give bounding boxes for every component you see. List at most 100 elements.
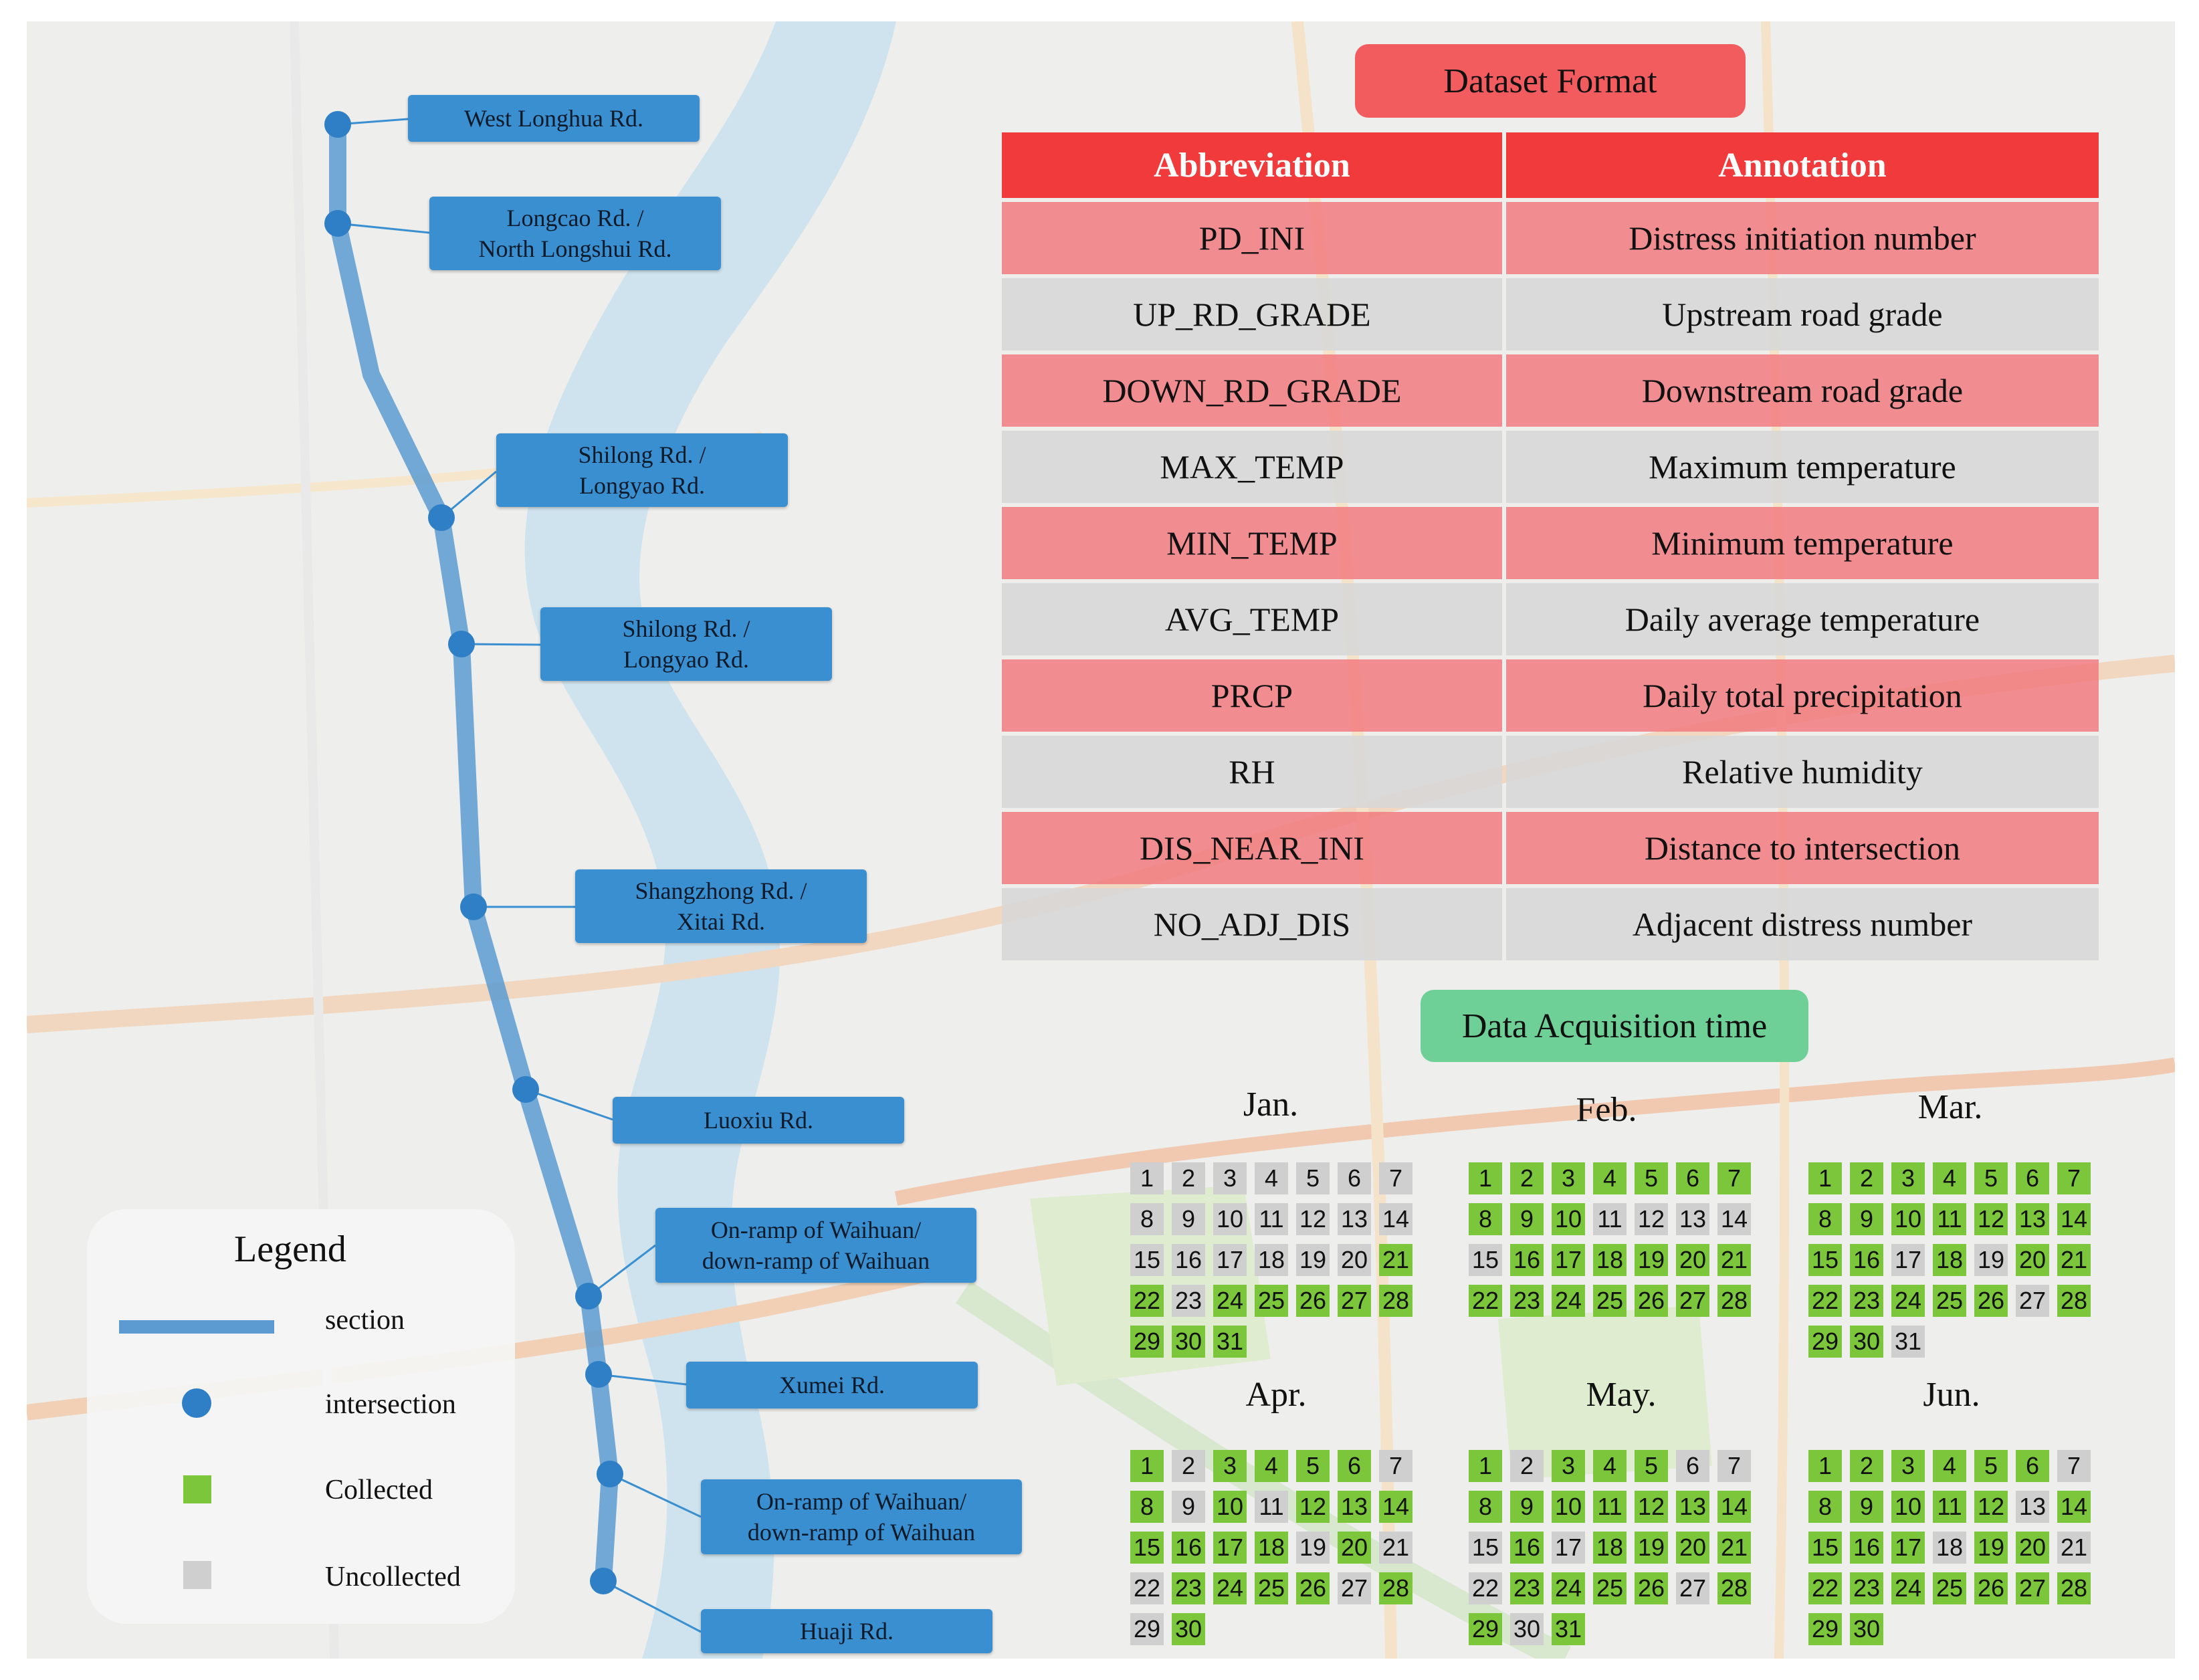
day-cell-collected: 26 [1296, 1285, 1330, 1317]
day-cell-collected: 16 [1172, 1532, 1205, 1564]
annotation-cell: Downstream road grade [1505, 354, 2099, 427]
day-cell-uncollected: 22 [1130, 1572, 1164, 1604]
day-cell-collected: 8 [1808, 1491, 1842, 1523]
day-cell-uncollected: 17 [1552, 1532, 1585, 1564]
column-header: Abbreviation [1002, 132, 1502, 198]
day-cell-collected: 22 [1130, 1285, 1164, 1317]
day-cell-collected: 23 [1850, 1572, 1883, 1604]
day-cell-collected: 4 [1255, 1450, 1288, 1482]
intersection-marker [324, 111, 351, 138]
intersection-label: Luoxiu Rd. [613, 1097, 904, 1144]
day-cell-uncollected: 27 [2016, 1285, 2049, 1317]
day-cell-collected: 12 [1635, 1491, 1668, 1523]
day-cell-collected: 25 [1593, 1285, 1627, 1317]
abbreviation-cell: PRCP [1002, 659, 1502, 732]
day-cell-collected: 23 [1510, 1285, 1544, 1317]
day-cell-collected: 2 [1510, 1162, 1544, 1194]
intersection-marker [585, 1361, 612, 1388]
day-cell-uncollected: 7 [1379, 1162, 1412, 1194]
day-cell-uncollected: 19 [1296, 1532, 1330, 1564]
day-cell-collected: 19 [1635, 1532, 1668, 1564]
annotation-cell: Relative humidity [1505, 736, 2099, 808]
month-name: Jan. [1243, 1085, 1299, 1124]
intersection-label: Longcao Rd. / North Longshui Rd. [429, 197, 721, 270]
intersection-marker [575, 1283, 602, 1309]
day-cell-collected: 9 [1850, 1491, 1883, 1523]
day-cell-collected: 9 [1510, 1491, 1544, 1523]
day-cell-collected: 16 [1850, 1244, 1883, 1276]
column-header: Annotation [1505, 132, 2099, 198]
intersection-marker [512, 1076, 539, 1103]
abbreviation-cell: PD_INI [1002, 202, 1502, 274]
dataset-format-title: Dataset Format [1355, 44, 1746, 118]
day-cell-collected: 3 [1552, 1450, 1585, 1482]
day-cell-collected: 31 [1213, 1326, 1247, 1358]
day-cell-collected: 20 [1338, 1532, 1371, 1564]
day-cell-collected: 10 [1891, 1491, 1925, 1523]
day-cell-uncollected: 8 [1130, 1203, 1164, 1235]
day-cell-collected: 7 [1717, 1162, 1751, 1194]
day-cell-uncollected: 19 [1296, 1244, 1330, 1276]
day-cell-collected: 1 [1469, 1162, 1502, 1194]
day-cell-collected: 28 [1717, 1572, 1751, 1604]
day-cell-collected: 27 [1676, 1285, 1709, 1317]
month-name: May. [1586, 1376, 1657, 1414]
day-cell-collected: 9 [1850, 1203, 1883, 1235]
legend-label-section: section [325, 1305, 405, 1336]
day-cell-uncollected: 1 [1130, 1162, 1164, 1194]
day-cell-collected: 26 [1974, 1572, 2008, 1604]
day-cell-uncollected: 4 [1255, 1162, 1288, 1194]
day-cell-uncollected: 2 [1510, 1450, 1544, 1482]
day-cell-uncollected: 22 [1469, 1572, 1502, 1604]
day-cell-uncollected: 11 [1593, 1203, 1627, 1235]
day-cell-uncollected: 18 [1933, 1532, 1966, 1564]
day-cell-uncollected: 14 [1717, 1203, 1751, 1235]
intersection-marker [460, 894, 487, 920]
annotation-cell: Distance to intersection [1505, 812, 2099, 884]
day-cell-collected: 8 [1469, 1203, 1502, 1235]
day-cell-uncollected: 7 [1379, 1450, 1412, 1482]
day-cell-collected: 25 [1255, 1572, 1288, 1604]
day-cell-collected: 1 [1130, 1450, 1164, 1482]
day-cell-collected: 5 [1635, 1162, 1668, 1194]
day-cell-uncollected: 13 [1676, 1203, 1709, 1235]
day-cell-uncollected: 7 [2057, 1450, 2091, 1482]
day-cell-collected: 5 [1974, 1162, 2008, 1194]
day-cell-collected: 11 [1933, 1491, 1966, 1523]
annotation-cell: Minimum temperature [1505, 507, 2099, 579]
legend [87, 1209, 515, 1624]
day-cell-collected: 13 [2016, 1203, 2049, 1235]
day-cell-collected: 17 [1213, 1532, 1247, 1564]
day-cell-uncollected: 29 [1130, 1613, 1164, 1645]
day-cell-collected: 23 [1850, 1285, 1883, 1317]
day-cell-uncollected: 18 [1255, 1244, 1288, 1276]
day-cell-uncollected: 11 [1255, 1491, 1288, 1523]
legend-label-intersection: intersection [325, 1389, 456, 1420]
acquisition-title: Data Acquisition time [1421, 990, 1808, 1062]
leader-line [598, 1373, 687, 1386]
day-cell-uncollected: 27 [1338, 1572, 1371, 1604]
leader-line [588, 1244, 656, 1297]
intersection-marker [590, 1568, 617, 1594]
day-cell-collected: 30 [1172, 1613, 1205, 1645]
day-cell-collected: 23 [1510, 1572, 1544, 1604]
day-cell-collected: 6 [1676, 1162, 1709, 1194]
day-cell-collected: 18 [1593, 1244, 1627, 1276]
day-cell-uncollected: 6 [1338, 1162, 1371, 1194]
day-cell-collected: 2 [1850, 1450, 1883, 1482]
day-cell-collected: 2 [1850, 1162, 1883, 1194]
day-cell-uncollected: 12 [1635, 1203, 1668, 1235]
day-cell-collected: 15 [1808, 1532, 1842, 1564]
month-name: Feb. [1576, 1091, 1637, 1129]
day-cell-collected: 21 [2057, 1244, 2091, 1276]
day-cell-uncollected: 30 [1510, 1613, 1544, 1645]
day-cell-collected: 24 [1891, 1572, 1925, 1604]
day-cell-collected: 29 [1808, 1326, 1842, 1358]
day-cell-collected: 6 [2016, 1162, 2049, 1194]
day-cell-uncollected: 14 [1379, 1203, 1412, 1235]
